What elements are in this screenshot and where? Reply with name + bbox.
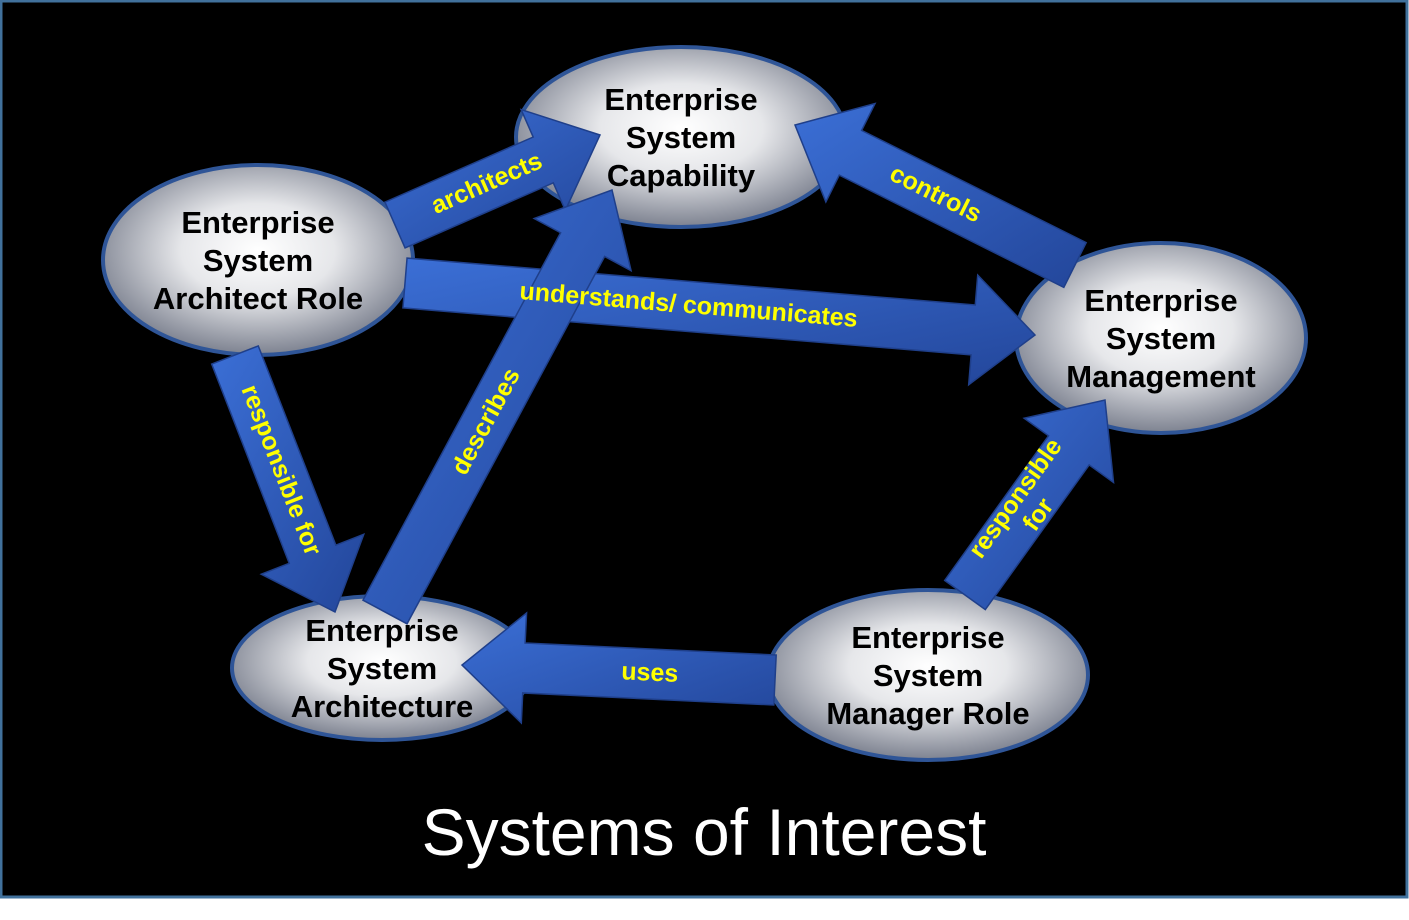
arrow-architect-role-to-architecture <box>210 344 366 614</box>
node-label-line: Enterprise <box>604 82 757 117</box>
arrow-manager-role-to-management <box>943 399 1115 611</box>
node-label-line: Enterprise <box>851 620 1004 655</box>
arrow-architecture-to-capability <box>361 189 633 625</box>
node-label-line: Manager Role <box>826 696 1029 731</box>
node-label-line: System <box>873 658 983 693</box>
node-label-line: Enterprise <box>1084 283 1237 318</box>
node-label-line: System <box>203 243 313 278</box>
node-label-line: System <box>626 120 736 155</box>
arrow-architect-role-to-capability <box>383 108 602 249</box>
node-label-line: Capability <box>607 158 756 193</box>
arrow-manager-role-to-architecture <box>460 611 777 725</box>
node-label-line: Architect Role <box>153 281 363 316</box>
node-label-line: Enterprise <box>305 613 458 648</box>
arrow-management-to-capability <box>793 102 1088 289</box>
diagram-title: Systems of Interest <box>422 795 987 869</box>
arrow-label: uses <box>621 657 679 688</box>
node-label-line: Architecture <box>291 689 474 724</box>
node-label-line: Management <box>1066 359 1255 394</box>
node-label-line: System <box>1106 321 1216 356</box>
node-label-line: Enterprise <box>181 205 334 240</box>
node-label-line: System <box>327 651 437 686</box>
